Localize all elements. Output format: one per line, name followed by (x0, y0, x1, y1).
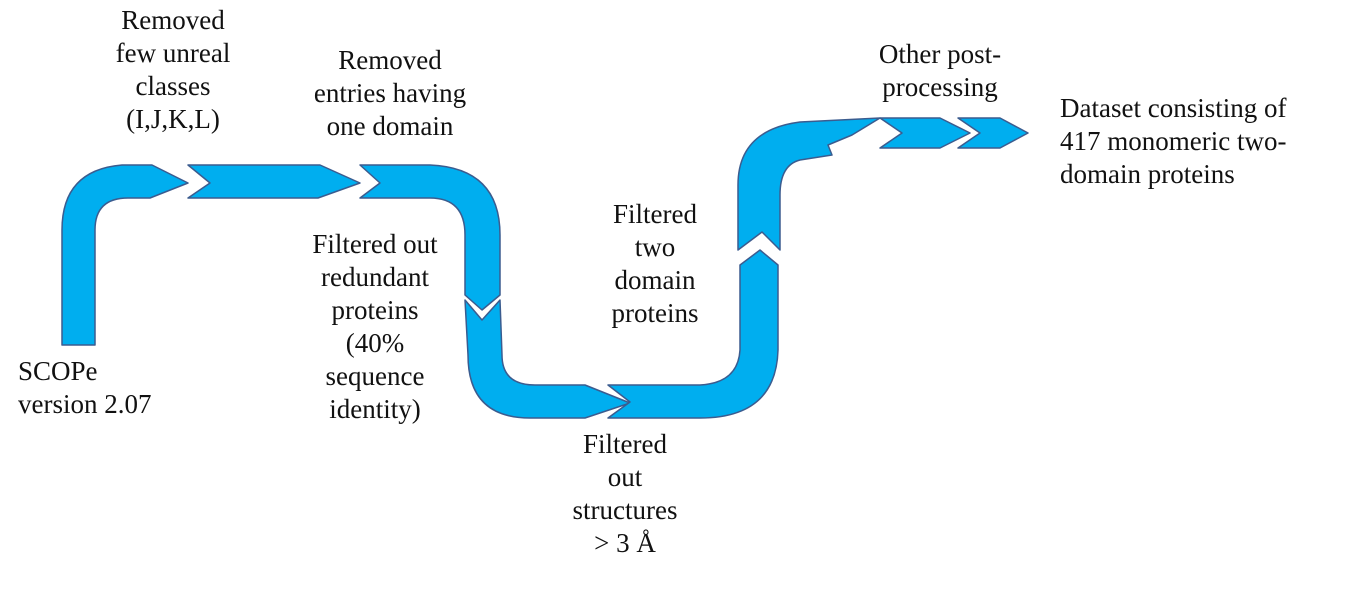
label-removed-one-domain: Removed entries having one domain (313, 45, 467, 141)
flow-arrow-classes (187, 164, 361, 199)
label-final-dataset: Dataset consisting of 417 monomeric two-… (1060, 93, 1287, 189)
label-removed-classes: Removed few unreal classes (I,J,K,L) (115, 5, 231, 134)
flow-arrow-start (61, 164, 189, 346)
flow-arrow-one-domain (359, 164, 501, 311)
label-post-processing: Other post- processing (878, 39, 1002, 102)
label-filtered-redundant: Filtered out redundant proteins (40% seq… (312, 229, 438, 424)
flow-arrow-two-domain (737, 117, 881, 251)
flow-arrow-post-2 (957, 117, 1029, 149)
flow-arrow-resolution (607, 249, 779, 419)
label-scope-version: SCOPe version 2.07 (18, 356, 152, 419)
label-filtered-two-domain: Filtered two domain proteins (611, 199, 699, 328)
flow-arrow-post-1 (879, 117, 971, 149)
label-filtered-resolution: Filtered out structures > 3 Å (572, 429, 678, 558)
flow-arrow-redundant (464, 299, 631, 419)
